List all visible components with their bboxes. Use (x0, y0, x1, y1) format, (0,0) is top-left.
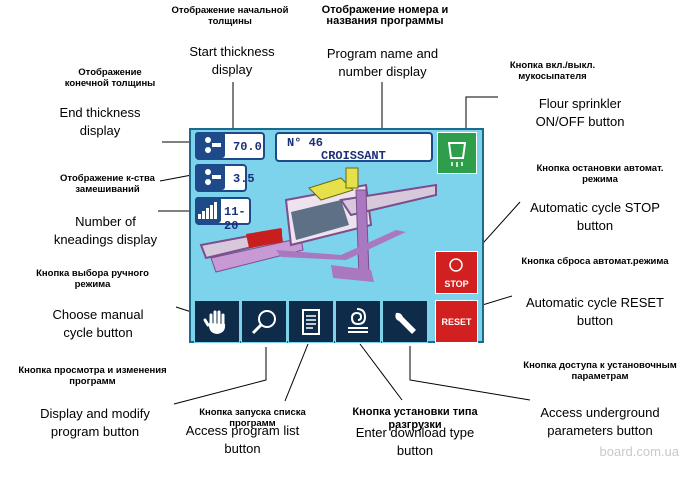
program-name-label-en: Program name and number display (326, 46, 439, 79)
program-name: CROISSANT (321, 149, 386, 163)
reset-label-ru: Кнопка сброса автомат.режима (521, 256, 669, 267)
end-thickness-label-ru: Отображение конечной толщины (64, 67, 156, 89)
kneadings-label-en: Number of kneadings display (53, 214, 158, 247)
display-modify-program-button[interactable] (241, 300, 287, 343)
flour-sprinkler-button[interactable] (437, 132, 477, 174)
start-thickness-label-en: Start thickness display (189, 44, 275, 77)
end-thickness-label-en: End thickness display (59, 105, 141, 138)
spiral-icon (348, 307, 368, 333)
program-list-button[interactable] (288, 300, 334, 343)
start-thickness-display: 70.0 (195, 132, 265, 160)
wrench-icon (395, 312, 416, 334)
document-icon (302, 308, 320, 335)
roller-gap-icon (195, 132, 225, 158)
list-label-ru: Кнопка запуска списка программ (199, 407, 306, 429)
modify-label-ru: Кнопка просмотра и изменения программ (18, 365, 167, 387)
list-label-en: Access program list button (185, 423, 300, 456)
end-thickness-display: 3.5 (195, 164, 255, 192)
params-label-en: Access underground parameters button (540, 405, 660, 438)
download-type-button[interactable] (335, 300, 381, 343)
stop-circle-icon (449, 258, 463, 272)
stop-label-en: Automatic cycle STOP button (530, 200, 660, 233)
stop-label-ru: Кнопка остановки автомат. режима (536, 163, 664, 185)
start-thickness-value: 70.0 (233, 140, 262, 154)
flour-sprinkler-label-ru: Кнопка вкл./выкл. мукосыпателя (509, 60, 596, 82)
download-label-en: Enter download type button (355, 425, 475, 458)
parameters-button[interactable] (382, 300, 428, 343)
modify-label-en: Display and modify program button (40, 406, 150, 439)
program-display: N° 46 CROISSANT (275, 132, 433, 163)
sprinkler-icon (447, 142, 467, 167)
program-number: N° 46 (287, 136, 324, 150)
bars-icon (195, 197, 221, 223)
reset-label-en: Automatic cycle RESET button (526, 295, 664, 328)
reset-button[interactable]: RESET (435, 300, 478, 343)
roller-gap-icon (195, 164, 225, 190)
kneadings-value: 11-20 (224, 205, 246, 233)
magnifier-icon (251, 309, 276, 334)
program-name-label-ru: Отображение номера и названия программы (321, 4, 449, 27)
touchscreen: 70.0 N° 46 CROISSANT 3.5 11-20 (189, 128, 484, 343)
download-label-ru: Кнопка установки типа разгрузки (352, 406, 478, 431)
watermark: board.com.ua (599, 444, 680, 459)
stop-button-label: STOP (444, 279, 469, 289)
dough-sheeter-illustration (199, 167, 437, 282)
hand-icon (203, 310, 226, 334)
manual-cycle-button[interactable] (194, 300, 240, 343)
manual-label-en: Choose manual cycle button (52, 307, 144, 340)
end-thickness-value: 3.5 (233, 172, 255, 186)
flour-sprinkler-label-en: Flour sprinkler ON/OFF button (535, 96, 625, 129)
kneadings-label-ru: Отображение к-ства замешиваний (60, 173, 155, 195)
kneadings-display: 11-20 (195, 197, 251, 233)
start-thickness-label-ru: Отображение начальной толщины (171, 5, 289, 27)
params-label-ru: Кнопка доступа к установочным параметрам (523, 360, 677, 382)
stop-button[interactable]: STOP (435, 251, 478, 294)
reset-button-label: RESET (441, 316, 472, 327)
manual-label-ru: Кнопка выбора ручного режима (36, 268, 149, 290)
